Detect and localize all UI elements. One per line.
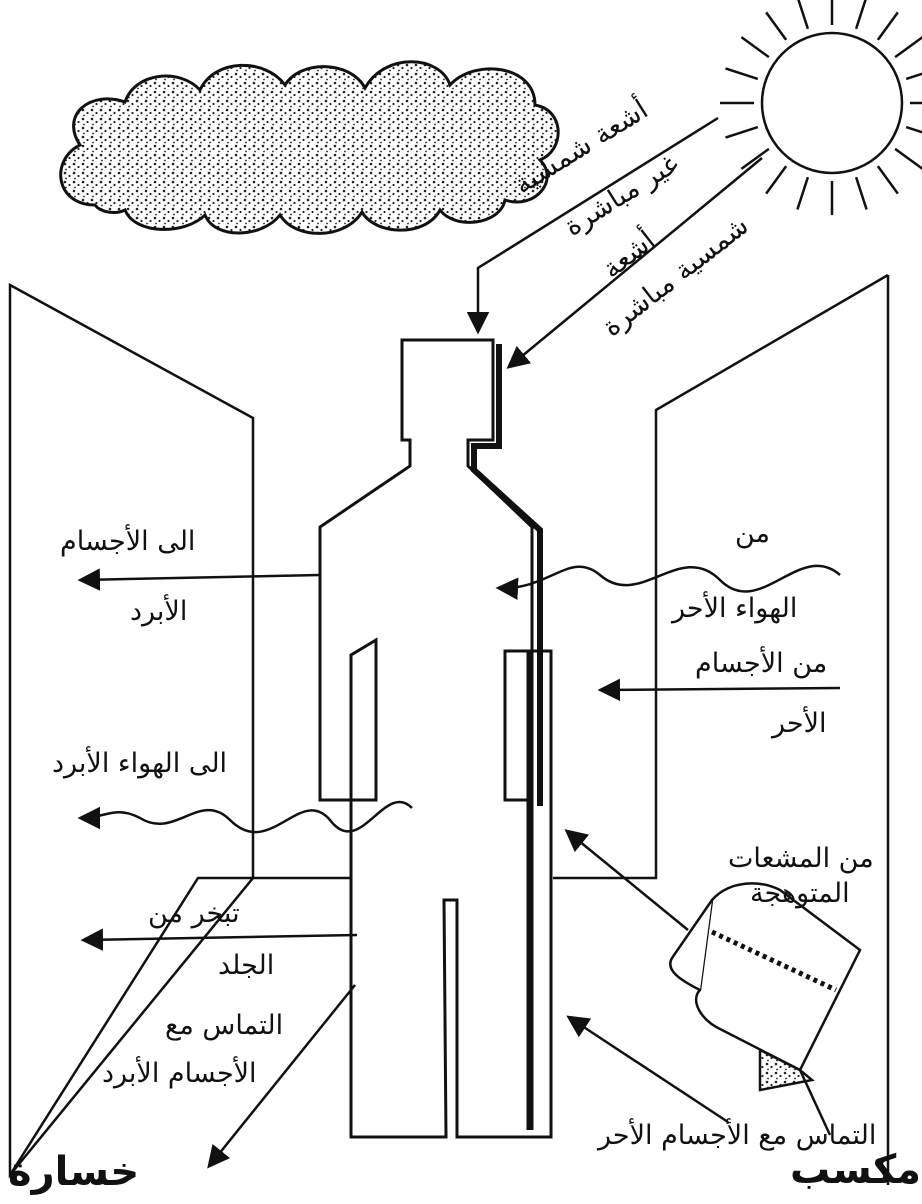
sun-ray [725,127,757,138]
sun-ray [856,177,867,209]
sun-ray [741,37,769,57]
label-from-radiators-2: المتوهجة [750,880,850,907]
label-evaporation-1: تبخر من [148,900,240,927]
label-from-warmer-bodies-2: الأحر [772,710,827,737]
sun-ray [878,166,898,194]
label-from-radiators-1: من المشعات [728,845,874,872]
sun-ray [895,37,922,57]
label-loss: خسارة [8,1152,139,1192]
sun-ray [895,149,922,169]
contact-warmer-arrow [570,1018,728,1122]
evaporation-arrow [85,935,357,940]
sun-ray [725,68,757,79]
sun-ray [797,177,808,209]
warm-air-wave-arrow [500,566,840,592]
label-to-colder-bodies-1: الى الأجسام [60,528,195,555]
label-from-warmer-air-2: الهواء الأحر [672,595,797,622]
sun-ray [766,166,786,194]
label-contact-colder-2: الأجسام الأبرد [102,1060,257,1087]
label-evaporation-2: الجلد [218,952,274,979]
label-to-colder-bodies-2: الأبرد [130,598,187,625]
from-radiators-arrow [568,832,688,930]
to-colder-bodies-arrow [82,575,320,580]
sun-icon [720,0,922,215]
human-silhouette [320,340,551,1137]
from-warmer-bodies-arrow [602,688,840,690]
sun-ray [741,149,769,169]
sun-ray [878,12,898,40]
sun-ray [856,0,867,29]
label-from-warmer-bodies-1: من الأجسام [695,650,827,677]
radiant-heater-icon [670,883,860,1135]
label-gain: مكسب [790,1150,921,1190]
sun-ray [766,12,786,40]
sun-ray [906,127,922,138]
sun-ray [906,68,922,79]
label-from-warmer-air-1: من [735,520,770,547]
cloud-icon [61,62,558,234]
label-to-colder-air: الى الهواء الأبرد [52,750,227,777]
label-contact-warmer: التماس مع الأجسام الأحر [598,1122,876,1149]
label-contact-colder-1: التماس مع [165,1012,283,1039]
sun-ray [797,0,808,29]
